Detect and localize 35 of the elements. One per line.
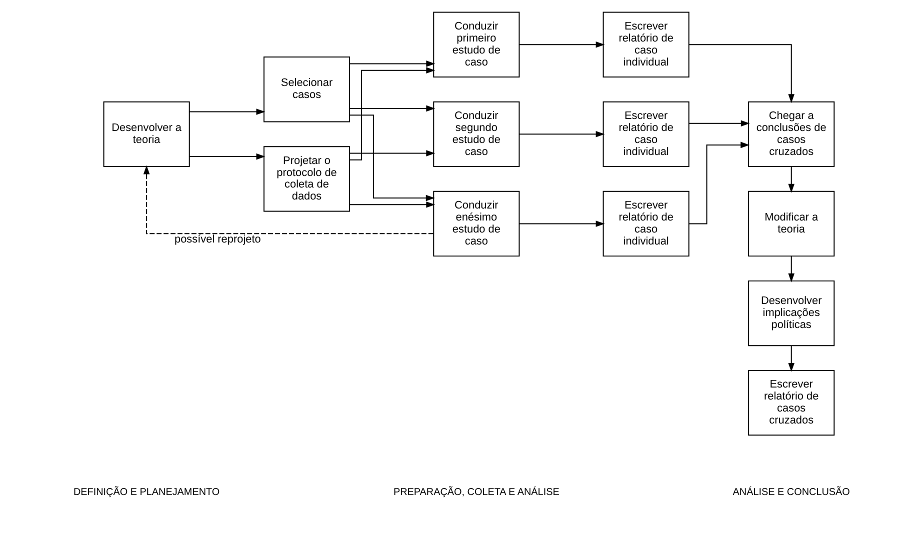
node-box: Escrever relatório de caso individual (602, 12, 689, 78)
node-box: Conduzir primeiro estudo de caso (432, 12, 520, 78)
node-box: Escrever relatório de casos cruzados (748, 370, 834, 436)
arrow (348, 202, 435, 208)
node-box: Projetar o protocolo de coleta de dados (262, 146, 350, 212)
node-box: Escrever relatório de caso individual (602, 190, 689, 257)
node-box: Desenvolver implicações políticas (748, 280, 834, 346)
node-box: Desenvolver a teoria (102, 101, 190, 167)
node-box: Selecionar casos (262, 56, 350, 122)
arrow (348, 150, 435, 156)
label: ANÁLISE E CONCLUSÃO (732, 486, 850, 498)
arrow (688, 44, 794, 104)
arrow (788, 345, 794, 372)
arrow (688, 120, 750, 127)
arrow (518, 220, 604, 227)
node-box: Modificar a teoria (748, 190, 834, 257)
arrow (142, 165, 434, 234)
label: PREPARAÇÃO, COLETA E ANÁLISE (392, 486, 559, 498)
arrow (348, 60, 435, 67)
arrow (688, 142, 750, 224)
label: DEFINIÇÃO E PLANEJAMENTO (72, 486, 220, 498)
arrow (518, 41, 604, 48)
arrow (188, 153, 265, 160)
arrow (188, 108, 265, 115)
arrow (788, 256, 794, 282)
node-box: Conduzir enésimo estudo de caso (432, 190, 520, 257)
arrow (348, 105, 435, 112)
node-box: Chegar a conclusões de casos cruzados (748, 101, 834, 167)
arrow (348, 67, 435, 160)
arrow (788, 166, 794, 193)
arrow (348, 114, 434, 202)
edge-label: possível reprojeto (174, 233, 260, 246)
arrow (518, 131, 604, 138)
node-box: Escrever relatório de caso individual (602, 101, 689, 167)
node-box: Conduzir segundo estudo de caso (432, 101, 520, 167)
